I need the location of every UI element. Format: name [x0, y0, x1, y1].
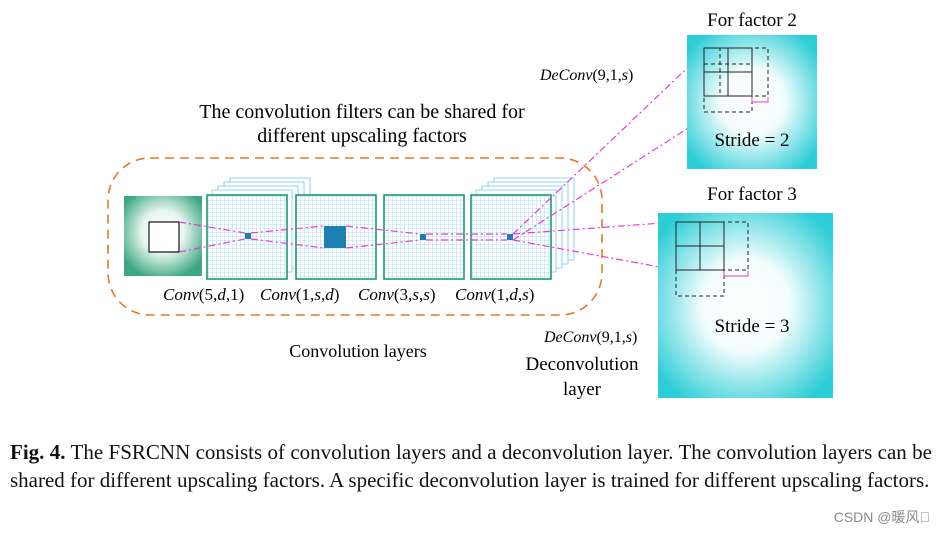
shared-note-line2: different upscaling factors [257, 125, 467, 147]
input-patch [148, 221, 180, 253]
conv-layer-1 [206, 177, 311, 280]
caption-text: The FSRCNN consists of convolution layer… [10, 440, 932, 492]
conv-layer-4 [470, 177, 575, 280]
factor3-output [658, 213, 833, 398]
conv-label-3: Conv(3,s,s) [358, 285, 435, 304]
factor3-title: For factor 3 [707, 184, 797, 205]
deconv-section-line1: Deconvolution [526, 354, 639, 375]
factor3-stride: Stride = 3 [714, 316, 789, 337]
caption-prefix: Fig. 4. [10, 440, 66, 464]
conv-section-label: Convolution layers [289, 341, 427, 361]
deconv-top-label: DeConv(9,1,s) [539, 67, 633, 84]
shared-conv-region [107, 157, 603, 316]
factor2-stride-bracket [751, 97, 769, 103]
factor3-stride-bracket [723, 271, 749, 277]
conv-layer-3 [383, 194, 465, 280]
conv-label-4: Conv(1,d,s) [455, 285, 534, 304]
figure-caption: Fig. 4. The FSRCNN consists of convoluti… [10, 438, 932, 494]
shared-note-line1: The convolution filters can be shared fo… [199, 101, 525, 123]
watermark: CSDN @暖风  [833, 509, 930, 525]
layer-connectors [178, 51, 705, 271]
factor2-kernel [703, 47, 769, 113]
conv-layer-2 [295, 194, 377, 280]
factor2-title: For factor 2 [707, 10, 797, 31]
deconv-bottom-label: DeConv(9,1,s) [543, 329, 637, 346]
deconv-section-line2: layer [563, 379, 602, 400]
conv-label-2: Conv(1,s,d) [260, 285, 339, 304]
factor2-stride: Stride = 2 [714, 130, 789, 151]
conv-label-1: Conv(5,d,1) [163, 285, 244, 304]
